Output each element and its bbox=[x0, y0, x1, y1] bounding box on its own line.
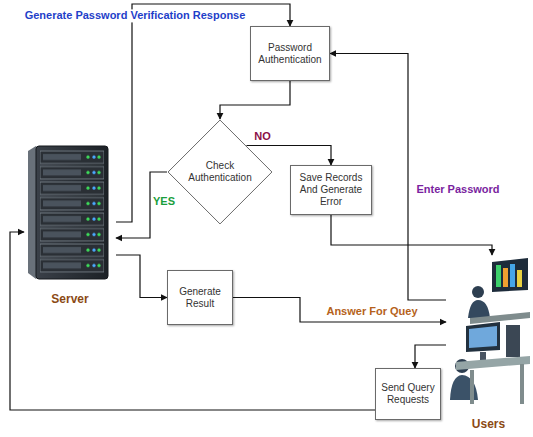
process-box: Password Authentication bbox=[250, 26, 330, 81]
illustration-part bbox=[480, 352, 486, 360]
node-label: Users bbox=[472, 417, 505, 431]
illustration-part bbox=[506, 325, 520, 357]
illustration-part bbox=[510, 264, 515, 287]
connector-arrow bbox=[10, 232, 375, 410]
illustration-part bbox=[466, 322, 500, 352]
connector-arrow bbox=[116, 172, 167, 238]
illustration-part bbox=[503, 268, 508, 287]
illustration-part bbox=[36, 146, 108, 279]
connector-arrow bbox=[331, 215, 492, 255]
node-text: Save Records And Generate Error bbox=[296, 172, 366, 208]
decision-diamond: Check Authentication bbox=[167, 119, 273, 225]
server-rack bbox=[28, 146, 108, 279]
node-text: Check Authentication bbox=[188, 160, 251, 184]
illustration-part bbox=[520, 364, 524, 404]
illustration-part bbox=[472, 286, 484, 298]
server-node: Server bbox=[24, 140, 116, 308]
node-text: Send Query Requests bbox=[381, 382, 435, 406]
illustration-part bbox=[492, 258, 528, 292]
illustration-part bbox=[470, 370, 474, 404]
node-text: Generate Result bbox=[173, 286, 227, 310]
edge-label: Generate Password Verification Response bbox=[23, 9, 248, 22]
process-box: Send Query Requests bbox=[375, 368, 441, 420]
illustration-part bbox=[456, 356, 530, 370]
users-node: Users bbox=[446, 255, 531, 433]
illustration-part bbox=[496, 265, 501, 287]
illustration-part bbox=[469, 326, 497, 348]
diamond-text-holder: Check Authentication bbox=[188, 160, 251, 184]
connector-arrow bbox=[233, 298, 446, 323]
illustration-part bbox=[40, 150, 104, 274]
connector-arrow bbox=[116, 255, 167, 298]
process-box: Generate Result bbox=[167, 270, 233, 325]
node-text: Password Authentication bbox=[256, 42, 324, 66]
users-illustration bbox=[450, 258, 530, 404]
diamond-shape bbox=[168, 120, 272, 224]
illustration-part bbox=[36, 146, 108, 279]
connector-arrow bbox=[220, 81, 290, 119]
illustration-part bbox=[517, 270, 522, 287]
edge-label: Answer For Quey bbox=[324, 305, 419, 318]
edge-label: Enter Password bbox=[414, 183, 501, 196]
connector-arrow bbox=[415, 345, 446, 368]
illustration-part bbox=[28, 146, 36, 279]
node-label: Server bbox=[51, 292, 88, 306]
edge-label: YES bbox=[151, 195, 177, 208]
process-box: Save Records And Generate Error bbox=[290, 165, 372, 215]
illustration-part bbox=[468, 300, 490, 318]
edge-label: NO bbox=[252, 130, 273, 143]
